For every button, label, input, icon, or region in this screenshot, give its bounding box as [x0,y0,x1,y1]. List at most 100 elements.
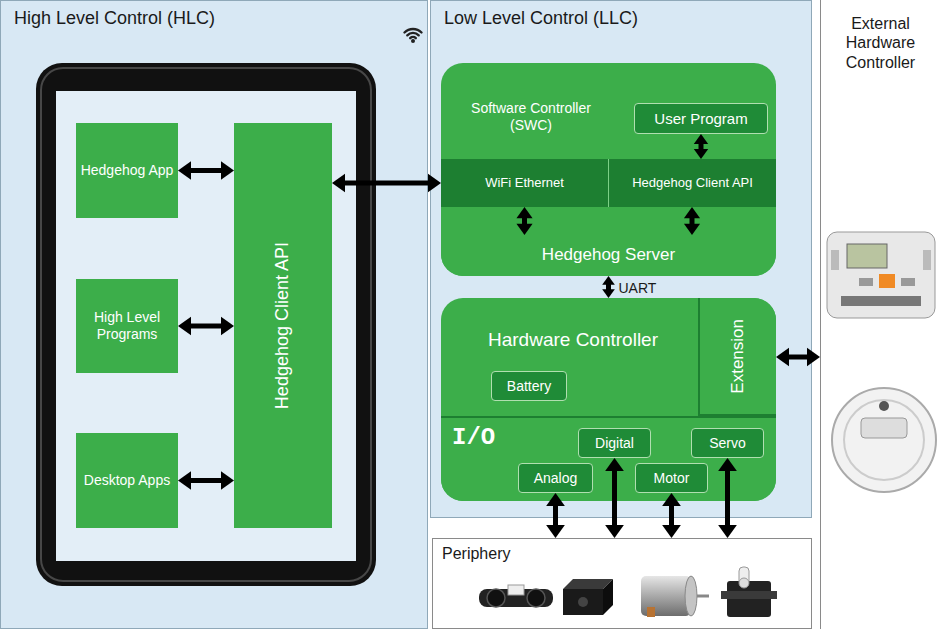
text-slot: High Level Programs [76,279,178,373]
tablet-illustration [1,1,429,629]
arrow-head [605,458,624,471]
control-panel: High Level Control (HLC) Hedgehog AppHigh… [0,0,428,629]
double-arrow [178,161,234,180]
periphery-box: Periphery [432,538,812,629]
arrow-shaft [190,478,222,483]
arrow-head [516,207,532,218]
text-slot: Hedgehog App [76,123,178,218]
text-slot: Hedgehog Client API [609,159,776,207]
node-text: Hedgehog Client API [632,175,753,191]
arrow-head [602,276,615,285]
text-slot: Digital [579,429,650,457]
arrow-head [178,471,191,490]
text-slot: Hedgehog Server [441,235,776,276]
node-text: Servo [709,435,746,452]
arrow-shaft [522,217,527,225]
node-text: Hedgehog Client API [272,242,294,409]
double-arrow [662,493,681,538]
app-box: Desktop Apps [76,433,178,528]
io-port: Servo [691,428,764,458]
text-slot: External Hardware Controller [823,6,938,80]
text-slot: WiFi Ethernet [441,159,608,207]
arrow-head [662,493,681,506]
arrow-head [776,348,789,367]
arrow-head [605,525,624,538]
arrow-shaft [699,143,704,150]
app-box: Hedgehog App [76,123,178,218]
node-text: Hedgehog Server [542,245,675,265]
text-slot: Software Controller (SWC) [453,91,609,143]
node-text: Extension [728,319,748,394]
text-slot: Motor [636,464,707,492]
app-box: High Level Programs [76,279,178,373]
controller-box: Hardware ControllerBattery ExtensionI/O Di… [441,298,776,501]
text-slot: Servo [692,429,763,457]
arrow-shaft [725,470,730,526]
text-slot: Low Level Control (LLC) [441,5,741,37]
node-text: Motor [654,470,690,487]
controller-box: Software Controller (SWC) User ProgramWiF… [441,63,776,276]
control-panel: Low Level Control (LLC) Software Controll… [430,0,812,518]
node-text: Battery [507,378,551,395]
node-text: External Hardware Controller [826,14,935,72]
double-arrow [178,317,234,336]
arrow-shaft [612,470,617,526]
arrow-head [602,289,615,298]
arrow-shaft [606,284,611,290]
node-text: User Program [654,110,747,128]
arrow-head [332,174,345,193]
node-text: Periphery [442,544,510,563]
server-band: Hedgehog Server [441,235,776,276]
node-text: WiFi Ethernet [485,175,564,191]
arrow-head [178,317,191,336]
double-arrow [602,276,615,298]
arrow-shaft [788,355,808,360]
node-text: High Level Control (HLC) [14,8,215,30]
node-text: Hedgehog App [81,162,174,179]
double-arrow [776,348,820,367]
io-port: Analog [518,463,593,493]
node-text: I/O [452,424,495,453]
double-arrow [178,471,234,490]
text-slot: Desktop Apps [76,433,178,528]
arrow-head [516,224,532,235]
arrow-shaft [669,505,674,526]
arrow-head [662,525,681,538]
text-slot: Analog [519,464,592,492]
text-slot: I/O [449,421,521,457]
text-slot: Periphery [439,541,639,567]
arrow-shaft [553,505,558,526]
double-arrow [605,458,624,538]
arrow-head [694,149,708,159]
arrow-head [807,348,820,367]
node-text: Low Level Control (LLC) [444,8,638,30]
external-column: External Hardware Controller [820,0,939,629]
arrow-head [546,525,565,538]
double-arrow [516,207,532,235]
io-band: I/O Digital ServoAnalog Motor [441,416,776,501]
arrow-head [684,224,700,235]
arrow-head [546,493,565,506]
arrow-head [221,317,234,336]
double-arrow [546,493,565,538]
arrow-shaft [190,168,222,173]
program-box: User Program [634,103,768,134]
connector-label: UART [619,280,657,297]
arrow-shaft [190,324,222,329]
arrow-head [684,207,700,218]
arrow-head [221,471,234,490]
node-text: High Level Programs [79,309,175,343]
extension-band: Extension [698,298,776,416]
node-text: Hardware Controller [488,329,658,352]
double-arrow [718,458,737,538]
node-text: Software Controller (SWC) [456,100,606,134]
node-text: Digital [595,435,634,452]
text-slot: Extension [700,298,776,414]
arrow-shaft [344,181,429,186]
text-slot: Hedgehog Client API [234,123,332,528]
text-slot: High Level Control (HLC) [11,5,341,37]
arrow-head [718,525,737,538]
node-text: Desktop Apps [84,472,170,489]
arrow-shaft [690,217,695,225]
